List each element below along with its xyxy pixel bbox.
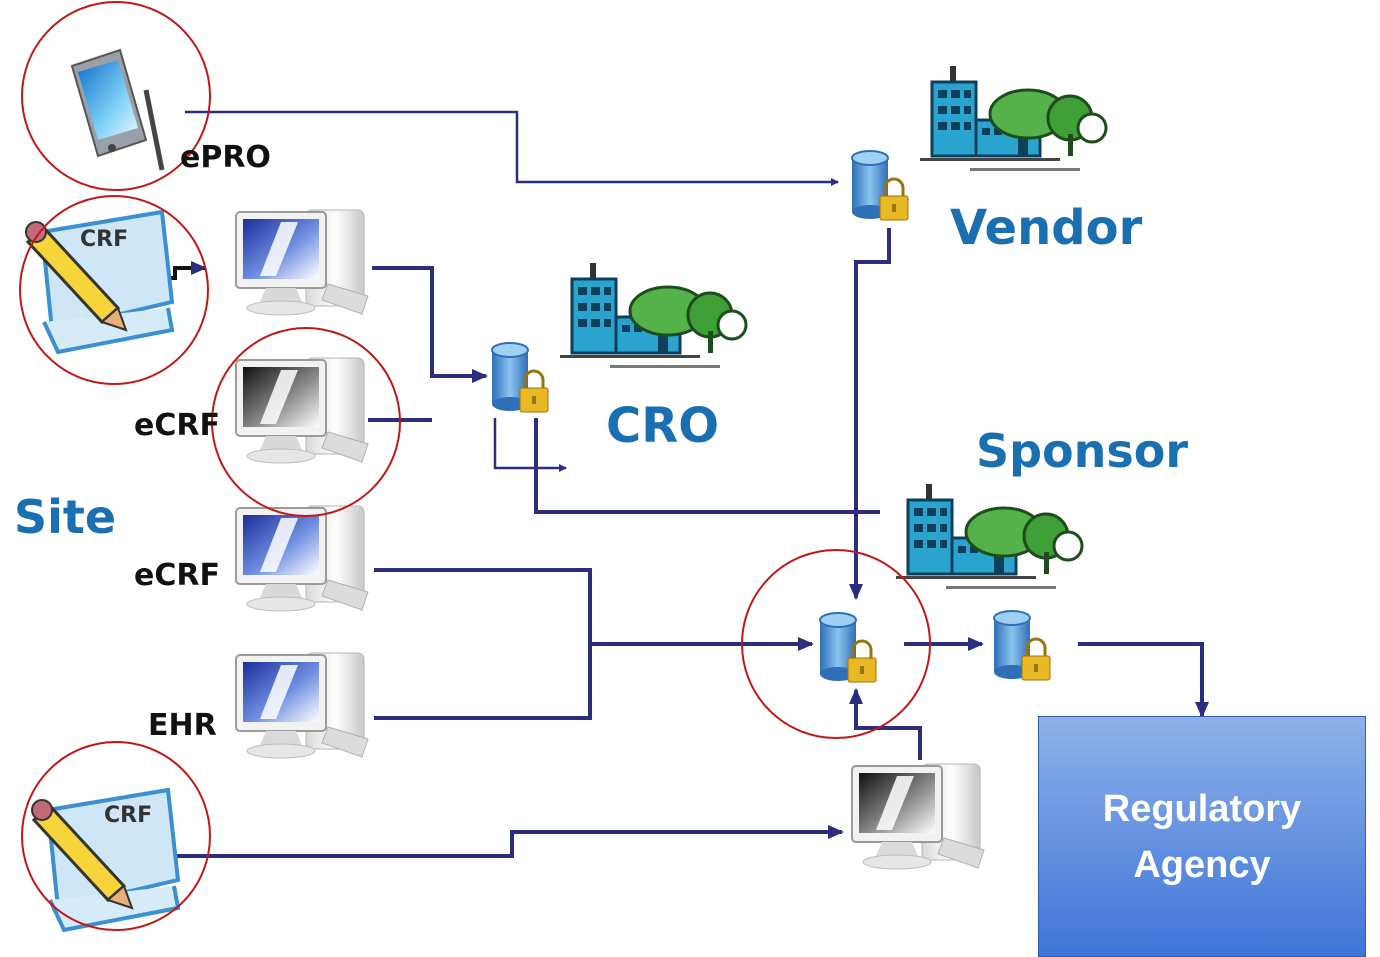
computer-icon xyxy=(235,505,369,612)
vendor-database-icon xyxy=(850,149,910,222)
vendor-building-icon xyxy=(918,64,1108,173)
connector-computer-sponsor xyxy=(849,688,922,760)
vendor-label: Vendor xyxy=(950,200,1143,256)
epro-device-icon xyxy=(70,48,165,171)
sponsor-building-icon xyxy=(894,482,1084,591)
cro-database-icon xyxy=(490,341,550,414)
computer-icon xyxy=(851,763,985,870)
highlight-circles xyxy=(19,1,931,931)
ehr-label: EHR xyxy=(148,708,217,743)
highlight-circle xyxy=(21,741,211,931)
highlight-circle xyxy=(19,195,209,385)
sponsor-archive-database-icon xyxy=(992,609,1052,682)
cro-building-icon xyxy=(558,261,748,370)
highlight-circle xyxy=(21,1,211,191)
sponsor-database-icon xyxy=(818,611,878,684)
computer-icon xyxy=(235,652,369,759)
connector-epro-vendor xyxy=(185,110,839,186)
crf-tag: CRF xyxy=(104,803,152,828)
connector-vendor-sponsor xyxy=(849,228,891,600)
computer-icon xyxy=(235,357,369,464)
connector-ecrf3-sponsor xyxy=(374,568,814,651)
connector-sponsor2-regulatory xyxy=(1078,642,1209,718)
connector-lines xyxy=(150,110,1209,858)
computer-icon xyxy=(235,209,369,316)
regulatory-agency-box: Regulatory Agency xyxy=(1038,716,1366,957)
ecrf-label: eCRF xyxy=(134,408,220,443)
connector-paper-computer xyxy=(175,825,844,858)
ecrf-label: eCRF xyxy=(134,558,220,593)
highlight-circle xyxy=(211,327,401,517)
epro-label: ePRO xyxy=(180,140,271,175)
cro-label: CRO xyxy=(606,398,719,454)
connector-cro-side xyxy=(493,418,567,472)
regulatory-agency-label: Regulatory Agency xyxy=(1102,787,1302,886)
sponsor-label: Sponsor xyxy=(976,424,1189,478)
connector-cro-sponsor xyxy=(534,418,880,514)
highlight-circle xyxy=(741,549,931,739)
site-label: Site xyxy=(14,490,117,544)
connector-ehr-sponsor xyxy=(374,644,592,720)
crf-tag: CRF xyxy=(80,227,128,252)
connector-ecrf1-cro xyxy=(372,266,488,383)
